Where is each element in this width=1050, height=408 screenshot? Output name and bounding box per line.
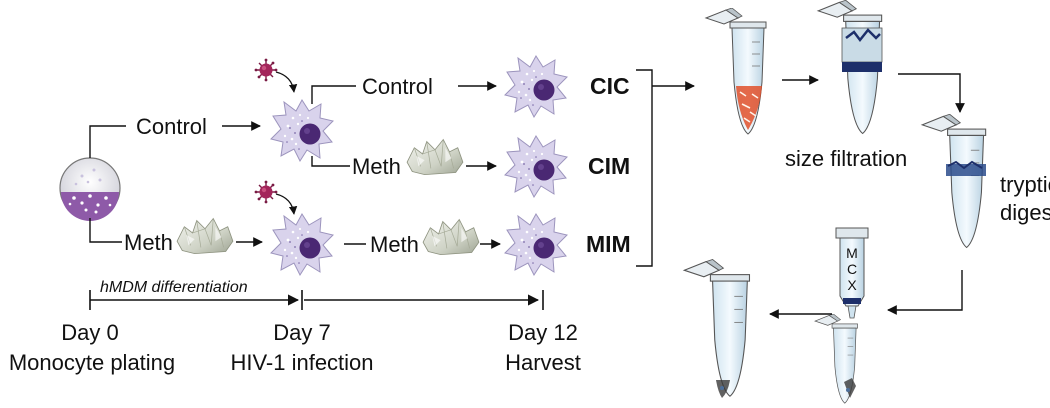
tryptic-label-line1: tryptic [1000, 172, 1050, 197]
branch-line-control [89, 125, 126, 158]
infection-arrow [275, 193, 298, 215]
mcx-letter: C [847, 261, 857, 277]
meth-crystal-icon [422, 218, 480, 256]
culture-dish-icon [59, 157, 121, 221]
timeline-differentiation-label: hMDM differentiation [100, 279, 248, 296]
day0-sublabel: Monocyte plating [9, 350, 175, 375]
microcentrifuge-tube-icon [705, 8, 767, 135]
branch-line-inner-control [311, 85, 356, 104]
microcentrifuge-tube-icon [921, 114, 987, 249]
branch-line-meth [89, 218, 122, 243]
group-label-cic: CIC [590, 73, 630, 99]
branch-label-meth: Meth [124, 230, 173, 255]
macrophage-icon [504, 213, 568, 276]
meth-crystal-icon [406, 138, 464, 176]
filter-tube-icon [817, 0, 883, 135]
meth-crystal-icon [176, 217, 234, 255]
branch-line-inner-meth [311, 156, 350, 167]
arrow [898, 73, 965, 113]
macrophage-icon [504, 55, 568, 118]
hiv-virus-icon [254, 180, 278, 204]
macrophage-icon [504, 135, 568, 198]
branch-label-control: Control [136, 114, 207, 139]
hiv-virus-icon [254, 58, 278, 82]
tryptic-label-line2: digest [1000, 200, 1050, 225]
group-label-cim: CIM [588, 153, 630, 179]
branch-label-inner-control: Control [362, 74, 433, 99]
infection-arrow [275, 71, 298, 93]
day12-sublabel: Harvest [505, 350, 581, 375]
mcx-letter: M [846, 245, 858, 261]
day0-label: Day 0 [61, 320, 118, 345]
branch-label-lower-meth: Meth [370, 232, 419, 257]
microcentrifuge-tube-icon [683, 258, 751, 398]
group-bracket [636, 69, 653, 267]
branch-label-inner-meth: Meth [352, 154, 401, 179]
microcentrifuge-tube-icon [814, 314, 858, 404]
timeline [89, 290, 544, 310]
day7-sublabel: HIV-1 infection [230, 350, 373, 375]
day12-label: Day 12 [508, 320, 578, 345]
group-label-mim: MIM [586, 231, 631, 257]
mcx-column-icon [835, 227, 869, 319]
mcx-letter: X [847, 277, 857, 293]
size-filtration-label: size filtration [785, 146, 907, 171]
macrophage-icon [270, 99, 334, 162]
arrow [887, 270, 963, 315]
day7-label: Day 7 [273, 320, 330, 345]
macrophage-icon [270, 213, 334, 276]
